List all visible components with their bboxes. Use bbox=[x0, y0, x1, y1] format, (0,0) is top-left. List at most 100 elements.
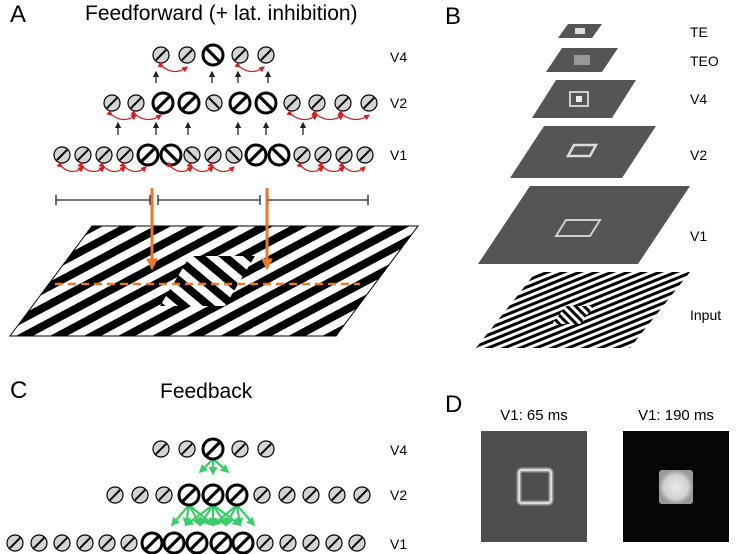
lateral-inhibition-arc bbox=[77, 161, 105, 173]
v4-neuron bbox=[257, 46, 275, 64]
panel-d-label-190ms: V1: 190 ms bbox=[638, 407, 714, 424]
v2-neuron bbox=[253, 486, 271, 504]
panel-a-neurons bbox=[53, 43, 378, 167]
response-image-190ms bbox=[623, 431, 729, 542]
lateral-inhibition-arc bbox=[165, 161, 193, 173]
v2-neuron bbox=[254, 91, 278, 115]
v1-neuron bbox=[314, 146, 332, 164]
panel-c-feedback-arrows bbox=[170, 458, 256, 527]
lateral-inhibition-arc bbox=[337, 109, 370, 121]
panel-a-lateral-inhibition bbox=[56, 61, 370, 173]
feedback-arrow bbox=[184, 504, 214, 527]
panel-b-layer-v1-label: V1 bbox=[690, 228, 707, 244]
layer-plane-v4 bbox=[532, 80, 636, 118]
v2-neuron bbox=[106, 486, 124, 504]
v2-neuron bbox=[360, 94, 378, 112]
lateral-inhibition-arc bbox=[311, 109, 344, 121]
v1-neuron bbox=[74, 146, 92, 164]
panel-c-layer-v4-label: V4 bbox=[390, 442, 407, 458]
panel-d-label-65ms: V1: 65 ms bbox=[500, 407, 568, 424]
layer-plane-input bbox=[476, 272, 690, 348]
panel-d: D V1: 65 ms V1: 190 ms bbox=[445, 391, 729, 542]
v1-neuron bbox=[225, 146, 243, 164]
v2-neuron bbox=[131, 486, 149, 504]
v1-neuron bbox=[348, 534, 366, 552]
v1-neuron bbox=[30, 534, 48, 552]
v4-neuron bbox=[231, 440, 249, 458]
lateral-inhibition-arc bbox=[207, 161, 235, 173]
v1-neuron bbox=[244, 143, 268, 167]
feedback-arrow bbox=[212, 458, 230, 474]
panel-c-layer-v2-label: V2 bbox=[390, 487, 407, 503]
lateral-inhibition-arc bbox=[296, 161, 324, 173]
v1-neuron bbox=[356, 146, 374, 164]
v1-neuron bbox=[116, 146, 134, 164]
panel-b-layer-teo-label: TEO bbox=[690, 53, 719, 69]
v1-neuron bbox=[98, 534, 116, 552]
panel-c-layer-v1-label: V1 bbox=[390, 536, 407, 552]
panel-b-letter: B bbox=[445, 3, 461, 30]
v2-neuron bbox=[177, 91, 201, 115]
v2-neuron bbox=[127, 94, 145, 112]
v1-neuron bbox=[53, 146, 71, 164]
feedback-arrow bbox=[234, 504, 244, 527]
v1-neuron bbox=[159, 143, 183, 167]
v2-neuron bbox=[308, 94, 326, 112]
feedback-arrow bbox=[198, 458, 214, 474]
feedback-arrow bbox=[212, 504, 227, 527]
v4-neuron bbox=[178, 46, 196, 64]
response-image-65ms bbox=[481, 431, 587, 542]
v2-neuron bbox=[283, 94, 301, 112]
panel-a-letter: A bbox=[10, 1, 26, 28]
panel-a-title: Feedforward (+ lat. inhibition) bbox=[85, 2, 358, 25]
lateral-inhibition-arc bbox=[317, 161, 345, 173]
panel-b-layer-v2-label: V2 bbox=[690, 147, 707, 163]
v4-neuron bbox=[201, 437, 225, 461]
v2-neuron bbox=[278, 486, 296, 504]
feedback-arrow bbox=[199, 504, 214, 527]
v4-neuron bbox=[152, 440, 170, 458]
panel-c-title: Feedback bbox=[160, 380, 253, 403]
panel-a: A Feedforward (+ lat. inhibition) V4 V2 … bbox=[9, 1, 419, 337]
lateral-inhibition-arc bbox=[130, 109, 162, 121]
receptive-field-markers bbox=[55, 188, 360, 286]
feedback-arrow bbox=[188, 504, 201, 527]
panel-a-layer-v1-label: V1 bbox=[390, 147, 407, 163]
lateral-inhibition-arc bbox=[286, 109, 318, 121]
lateral-inhibition-arc bbox=[186, 161, 214, 173]
panel-a-layer-v2-label: V2 bbox=[390, 95, 407, 111]
v1-neuron bbox=[120, 534, 138, 552]
lateral-inhibition-arc bbox=[98, 161, 126, 173]
layer-plane-teo bbox=[546, 48, 618, 72]
v4-neuron bbox=[231, 46, 249, 64]
receptive-field-brackets bbox=[55, 195, 369, 205]
v4-neuron bbox=[201, 43, 225, 67]
lateral-inhibition-arc bbox=[234, 61, 265, 73]
v2-neuron bbox=[328, 486, 346, 504]
v2-neuron bbox=[353, 486, 371, 504]
lateral-inhibition-arc bbox=[157, 61, 188, 73]
v1-neuron bbox=[6, 534, 24, 552]
stimulus-grating bbox=[9, 225, 419, 337]
lateral-inhibition-arc bbox=[338, 161, 366, 173]
panel-b: B TE TEO V4 V2 V1 Input bbox=[445, 3, 721, 348]
v1-neuron bbox=[279, 534, 297, 552]
v2-neuron bbox=[103, 94, 121, 112]
feedback-arrow bbox=[225, 504, 238, 527]
feedback-arrow bbox=[236, 504, 256, 527]
v2-neuron bbox=[334, 94, 352, 112]
layer-plane-te bbox=[558, 24, 602, 38]
lateral-inhibition-arc bbox=[119, 161, 147, 173]
feedback-arrow bbox=[170, 504, 190, 527]
v1-neuron bbox=[325, 534, 343, 552]
v2-neuron bbox=[302, 486, 320, 504]
v1-neuron bbox=[302, 534, 320, 552]
v1-neuron bbox=[185, 531, 209, 554]
panel-b-layer-input-label: Input bbox=[690, 307, 721, 323]
v2-neuron bbox=[151, 91, 175, 115]
panel-a-feedforward-arrows bbox=[114, 70, 307, 135]
v1-neuron bbox=[95, 146, 113, 164]
panel-a-layer-v4-label: V4 bbox=[390, 49, 407, 65]
v1-neuron bbox=[136, 143, 160, 167]
